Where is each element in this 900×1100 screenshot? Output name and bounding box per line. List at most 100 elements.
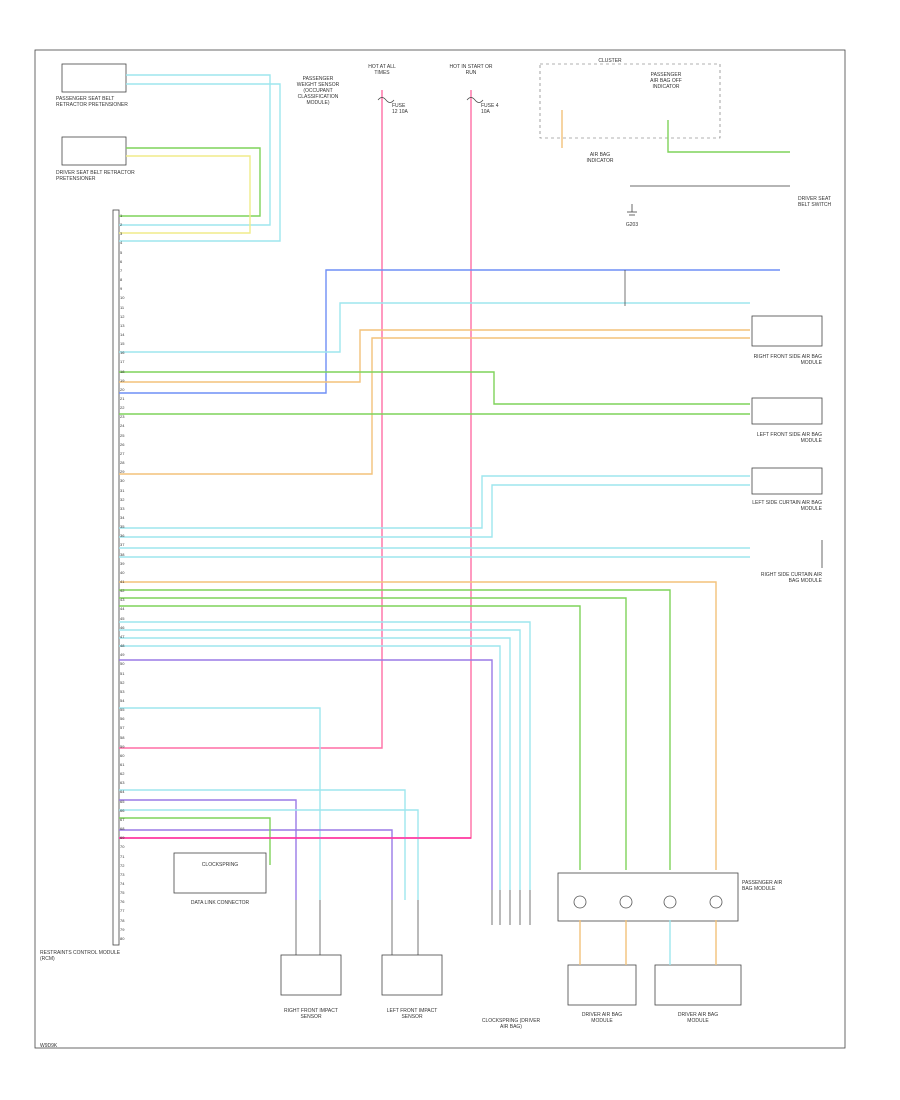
- rcm-pin-75: 75: [120, 890, 125, 896]
- rcm-pin-38: 38: [120, 551, 125, 557]
- rcm-pin-48: 48: [120, 643, 125, 649]
- rcm-pin-49: 49: [120, 652, 125, 658]
- rcm-pin-43: 43: [120, 597, 125, 603]
- passenger-belt-box: [61, 63, 127, 93]
- driver-airbag-label-1: DRIVER AIR BAG MODULE: [581, 1012, 623, 1024]
- rcm-pin-15: 15: [120, 341, 125, 347]
- rcm-pin-52: 52: [120, 679, 125, 685]
- rcm-pin-3: 3: [120, 231, 123, 237]
- rcm-pin-72: 72: [120, 862, 125, 868]
- rcm-pin-31: 31: [120, 487, 125, 493]
- rcm-pin-19: 19: [120, 377, 125, 383]
- wires: [119, 74, 790, 965]
- rcm-pin-7: 7: [120, 267, 123, 273]
- rcm-pin-36: 36: [120, 533, 125, 539]
- rcm-pin-33: 33: [120, 505, 125, 511]
- diagram-border: [34, 49, 846, 1049]
- rcm-pin-8: 8: [120, 277, 123, 283]
- hot-start-label: HOT IN START OR RUN: [449, 64, 493, 76]
- rcm-pin-47: 47: [120, 633, 125, 639]
- rf-side-label: RIGHT FRONT SIDE AIR BAG MODULE: [753, 354, 822, 366]
- rcm-pin-26: 26: [120, 441, 125, 447]
- rcm-pin-9: 9: [120, 286, 123, 292]
- rcm-pin-1: 1: [120, 213, 123, 218]
- lf-impact-label: LEFT FRONT IMPACT SENSOR: [386, 1008, 438, 1020]
- pass-airbag-label: PASSENGER AIR BAG MODULE: [742, 880, 783, 892]
- rcm-pin-67: 67: [120, 816, 125, 822]
- rcm-pin-63: 63: [120, 780, 125, 786]
- rcm-pin-14: 14: [120, 331, 125, 337]
- clockspring-bottom-label: CLOCKSPRING (DRIVER AIR BAG): [481, 1018, 541, 1030]
- clock-spring-label: CLOCKSPRING: [201, 862, 239, 868]
- rf-side-box: [751, 315, 823, 347]
- driver-belt-box: [61, 136, 127, 166]
- rcm-pin-65: 65: [120, 798, 125, 804]
- seat-belt-sw-label: DRIVER SEAT BELT SWITCH: [798, 196, 832, 208]
- ground-symbol: [627, 204, 637, 216]
- rcm-pin-45: 45: [120, 615, 125, 621]
- rf-impact-label: RIGHT FRONT IMPACT SENSOR: [284, 1008, 338, 1020]
- rcm-pin-73: 73: [120, 871, 125, 877]
- rcm-pin-50: 50: [120, 661, 125, 667]
- pass-belt-label: PASSENGER SEAT BELT RETRACTOR PRETENSION…: [56, 96, 128, 108]
- rcm-pin-74: 74: [120, 880, 125, 886]
- rcm-pin-51: 51: [120, 670, 125, 676]
- fuse-b-label: FUSE 4 10A: [481, 103, 499, 115]
- dlc-label: DATA LINK CONNECTOR: [190, 900, 250, 906]
- rcm-pin-27: 27: [120, 450, 125, 456]
- lf-side-label: LEFT FRONT SIDE AIR BAG MODULE: [756, 432, 822, 444]
- rcm-pin-55: 55: [120, 707, 125, 713]
- fuse-symbols: [377, 97, 484, 103]
- clockspring-box: [173, 852, 267, 894]
- rcm-pin-66: 66: [120, 807, 125, 813]
- lr-curtain-box: [751, 467, 823, 495]
- rcm-pin-56: 56: [120, 716, 125, 722]
- rcm-pin-78: 78: [120, 917, 125, 923]
- rcm-pin-35: 35: [120, 524, 125, 530]
- rcm-pin-25: 25: [120, 432, 125, 438]
- rf-impact-box: [280, 954, 342, 996]
- g203-label: G203: [625, 222, 639, 228]
- rcm-pin-69: 69: [120, 835, 125, 841]
- rcm-pin-13: 13: [120, 322, 125, 328]
- rcm-pin-16: 16: [120, 350, 125, 356]
- fuse-a-label: FUSE 12 10A: [392, 103, 408, 115]
- rcm-pin-2: 2: [120, 222, 123, 228]
- cluster-box: [539, 63, 721, 139]
- rcm-pin-22: 22: [120, 405, 125, 411]
- rcm-pin-39: 39: [120, 560, 125, 566]
- rcm-pin-70: 70: [120, 844, 125, 850]
- rcm-pin-37: 37: [120, 542, 125, 548]
- rcm-pin-11: 11: [120, 304, 125, 310]
- rcm-pin-24: 24: [120, 423, 125, 429]
- lr-curtain-label: LEFT SIDE CURTAIN AIR BAG MODULE: [752, 500, 822, 512]
- rcm-pin-58: 58: [120, 734, 125, 740]
- rcm-pin-41: 41: [120, 579, 125, 584]
- rcm-pin-79: 79: [120, 926, 125, 932]
- rcm-pin-54: 54: [120, 697, 125, 703]
- airbag-terminals: [573, 895, 723, 909]
- hot-run-label: HOT AT ALL TIMES: [368, 64, 396, 76]
- rcm-pin-18: 18: [120, 368, 125, 374]
- rcm-pin-76: 76: [120, 899, 125, 905]
- rcm-pin-60: 60: [120, 752, 125, 758]
- airbag-ind-label: AIR BAG INDICATOR: [586, 152, 614, 164]
- off-ind-label: PASSENGER AIR BAG OFF INDICATOR: [650, 72, 682, 90]
- drv-bag-box-2: [654, 964, 742, 1006]
- diagram-code: W9D9K: [40, 1043, 58, 1049]
- rcm-pin-64: 64: [120, 789, 125, 795]
- driver-airbag-label-2: DRIVER AIR BAG MODULE: [677, 1012, 719, 1024]
- passenger-airbag-box: [557, 872, 739, 922]
- rcm-pin-5: 5: [120, 249, 123, 255]
- rcm-pin-42: 42: [120, 588, 125, 594]
- drv-bag-box-1: [567, 964, 637, 1006]
- rcm-pin-20: 20: [120, 386, 125, 392]
- rcm-pin-34: 34: [120, 514, 125, 520]
- rcm-pin-40: 40: [120, 569, 125, 575]
- rcm-pin-6: 6: [120, 258, 123, 264]
- rcm-pin-44: 44: [120, 606, 125, 612]
- rcm-pin-28: 28: [120, 460, 125, 466]
- rcm-pin-46: 46: [120, 624, 125, 630]
- rcm-pin-53: 53: [120, 688, 125, 694]
